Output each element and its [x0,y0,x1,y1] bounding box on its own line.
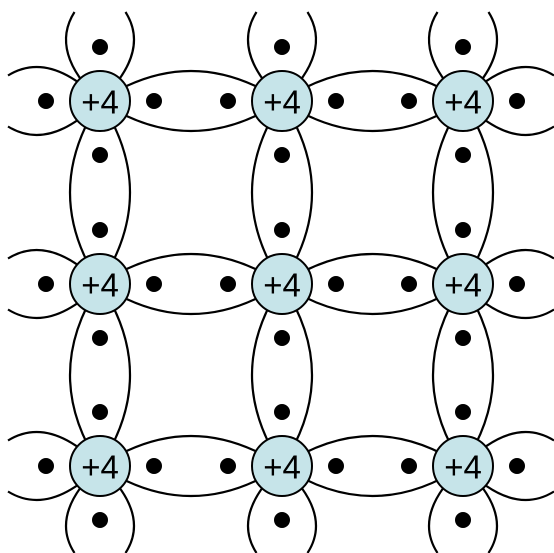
electron-r1c2-right [328,93,344,109]
atom-r3c3: +4 [433,436,493,496]
electron-r3c3-right [509,458,525,474]
electron-r2c2-right [328,276,344,292]
atom-r2c2: +4 [252,254,312,314]
electron-r1c1-bottom [92,147,108,163]
electron-r3c2-bottom [274,512,290,528]
atom-charge-label: +4 [263,449,301,486]
electron-r1c1-left [38,93,54,109]
electron-r3c1-right [146,458,162,474]
atom-charge-label: +4 [444,449,482,486]
atom-r3c2: +4 [252,436,312,496]
electron-r2c3-bottom [455,330,471,346]
electron-r3c3-bottom [455,512,471,528]
atom-charge-label: +4 [81,84,119,121]
electron-r1c3-right [509,93,525,109]
atom-charge-label: +4 [81,449,119,486]
atom-charge-label: +4 [81,267,119,304]
electron-r3c3-top [455,404,471,420]
electron-r2c1-right [146,276,162,292]
atom-r2c1: +4 [70,254,130,314]
electron-r1c2-left [220,93,236,109]
electron-r3c2-top [274,404,290,420]
electron-r1c3-left [401,93,417,109]
electron-r2c3-left [401,276,417,292]
atom-charge-label: +4 [444,84,482,121]
atom-charge-label: +4 [263,84,301,121]
atom-r1c2: +4 [252,71,312,131]
electron-r1c1-right [146,93,162,109]
electron-r2c1-bottom [92,330,108,346]
electron-r3c3-left [401,458,417,474]
electron-r2c1-top [92,222,108,238]
atom-r2c3: +4 [433,254,493,314]
electron-r1c3-top [455,39,471,55]
atom-r3c1: +4 [70,436,130,496]
atom-charge-label: +4 [263,267,301,304]
electron-r1c1-top [92,39,108,55]
electron-r2c3-top [455,222,471,238]
atoms-layer: +4 +4 +4 +4 +4 +4 +4 +4 +4 [70,71,493,496]
electron-r2c2-left [220,276,236,292]
electron-r2c3-right [509,276,525,292]
electron-r2c2-top [274,222,290,238]
electron-r1c2-bottom [274,147,290,163]
electron-r1c3-bottom [455,147,471,163]
electron-r3c1-top [92,404,108,420]
electron-r3c1-left [38,458,54,474]
electron-r3c1-bottom [92,512,108,528]
electron-r3c2-left [220,458,236,474]
atom-r1c3: +4 [433,71,493,131]
electron-r1c2-top [274,39,290,55]
electron-r3c2-right [328,458,344,474]
electron-r2c2-bottom [274,330,290,346]
electron-r2c1-left [38,276,54,292]
atom-charge-label: +4 [444,267,482,304]
atom-r1c1: +4 [70,71,130,131]
